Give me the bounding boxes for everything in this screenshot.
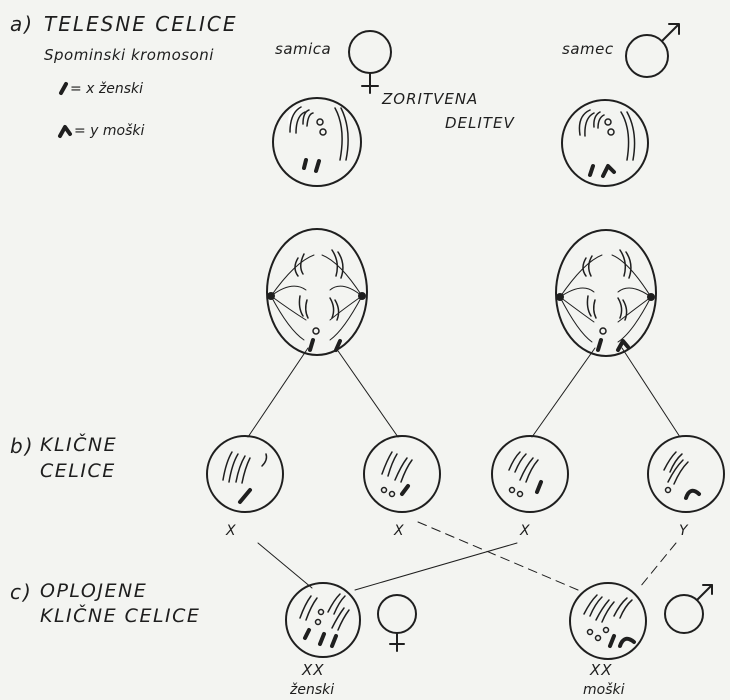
- fertilized-cell-female: [285, 582, 361, 658]
- fertilized-cell-male: [569, 582, 647, 660]
- legend-y-chromosome-icon: [58, 125, 72, 138]
- male-parent-label: samec: [562, 40, 614, 58]
- line-gamete-1-to-female-offspring: [257, 542, 313, 589]
- gamete-3-label: X: [520, 523, 530, 539]
- section-b-line2: CELICE: [40, 460, 116, 482]
- section-c-marker: c): [10, 580, 33, 604]
- line-gamete-3-to-female-offspring: [354, 542, 518, 591]
- gamete-cell-4: [647, 435, 725, 513]
- process-label-line2: DELITEV: [445, 114, 515, 132]
- female-parent-label: samica: [275, 40, 332, 58]
- line-male-to-gamete-4: [621, 347, 681, 438]
- legend-x-entry: = x ženski: [70, 81, 144, 97]
- female-dividing-cell: [266, 228, 368, 356]
- gamete-1-label: X: [226, 523, 236, 539]
- male-symbol-icon: [664, 584, 713, 634]
- female-symbol-icon: [377, 594, 417, 652]
- female-symbol-icon: [348, 30, 392, 94]
- male-offspring-genotype: XX: [590, 661, 613, 679]
- section-b-marker: b): [10, 434, 35, 458]
- gamete-2-label: X: [394, 523, 404, 539]
- line-female-to-gamete-2: [335, 347, 399, 438]
- line-female-to-gamete-1: [247, 347, 309, 438]
- female-offspring-genotype: XX: [302, 661, 325, 679]
- gamete-cell-2: [363, 435, 441, 513]
- legend-y-entry: = y moški: [74, 123, 145, 139]
- section-a-marker: a): [10, 12, 35, 36]
- gamete-cell-3: [491, 435, 569, 513]
- section-c-line1: OPLOJENE: [40, 580, 148, 602]
- legend-heading: Spominski kromosoni: [44, 46, 214, 64]
- female-somatic-cell: [272, 97, 362, 187]
- section-c-line2: KLIČNE CELICE: [40, 605, 201, 627]
- male-dividing-cell: [555, 229, 657, 357]
- male-somatic-cell: [561, 99, 649, 187]
- section-b-line1: KLIČNE: [40, 434, 118, 456]
- male-symbol-icon: [625, 23, 680, 78]
- gamete-4-label: Y: [679, 523, 688, 539]
- male-offspring-sex: moški: [583, 682, 625, 698]
- lineage-lines: [247, 347, 681, 591]
- line-gamete-2-to-male-offspring: [417, 521, 579, 591]
- section-a-title: TELESNE CELICE: [44, 12, 238, 36]
- legend-x-chromosome-icon: [59, 82, 68, 95]
- process-label-line1: ZORITVENA: [382, 90, 479, 108]
- female-offspring-sex: ženski: [290, 682, 335, 698]
- line-male-to-gamete-3: [531, 347, 596, 438]
- gamete-cell-1: [206, 435, 284, 513]
- line-gamete-4-to-male-offspring: [639, 542, 677, 588]
